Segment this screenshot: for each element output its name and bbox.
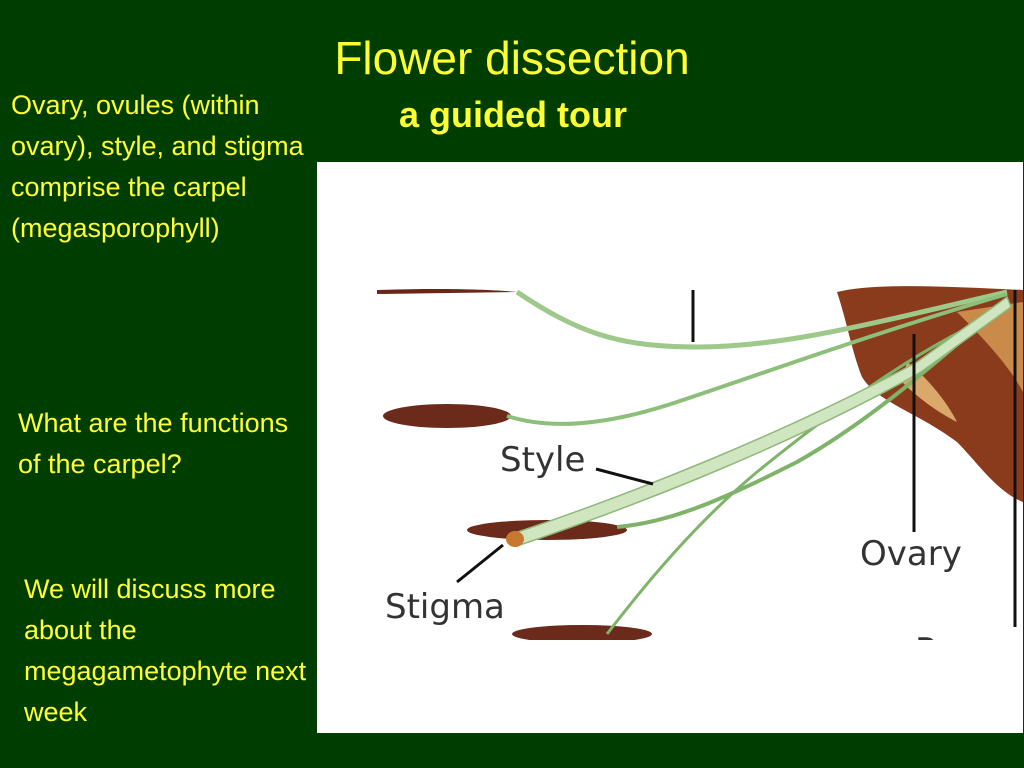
filament-2 [506,292,1008,426]
label-ovary: Ovary [860,534,962,574]
label-stigma: Stigma [385,587,505,627]
label-receptacle: Recep [915,631,1019,671]
slide-subtitle: a guided tour [399,94,627,135]
carpel-question: What are the functions of the carpel? [18,408,289,479]
filament-1 [515,289,1008,350]
flower-dissection-figure: Style Stigma Ovary Recep [317,162,1023,733]
figure-bottom-blank [317,640,1023,733]
anther-3 [512,625,652,643]
filament-4 [605,308,1008,635]
slide-title: Flower dissection [334,32,690,84]
anther-1 [383,404,511,428]
label-style: Style [500,440,585,480]
next-week-note: We will discuss more about the megagamet… [24,574,307,727]
stigma-tip [506,531,524,547]
stamen-band-top [377,288,517,294]
style-leader-line [595,467,654,486]
flower-illustration: Style Stigma Ovary Recep [317,286,1023,733]
carpel-description: Ovary, ovules (within ovary), style, and… [11,90,304,243]
stigma-leader-line [456,543,504,584]
